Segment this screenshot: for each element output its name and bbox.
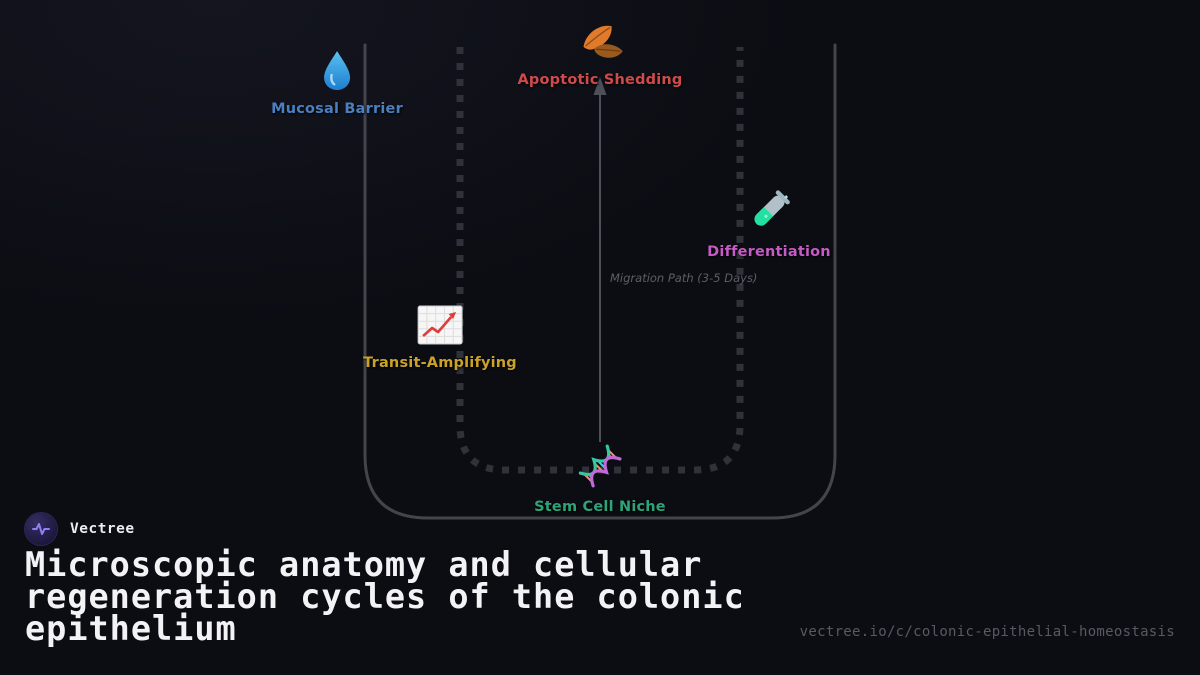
brand-name: Vectree [70, 521, 135, 537]
node-stem-cell-niche: Stem Cell Niche [534, 443, 666, 515]
page-title: Microscopic anatomy and cellular regener… [25, 545, 745, 648]
dna-icon [577, 443, 623, 489]
test-tube-icon [746, 188, 792, 234]
brand-row: Vectree [25, 513, 135, 545]
node-label-stem-cell-niche: Stem Cell Niche [534, 499, 666, 515]
fallen-leaves-icon [576, 24, 624, 62]
node-apoptotic-shedding: Apoptotic Shedding [517, 24, 682, 88]
node-transit-amplifying: Transit-Amplifying [363, 305, 517, 371]
inner-dashed-path [456, 47, 744, 474]
chart-increasing-icon [417, 305, 463, 345]
node-label-transit-amplifying: Transit-Amplifying [363, 355, 517, 371]
vectree-logo-icon [25, 513, 57, 545]
node-label-mucosal-barrier: Mucosal Barrier [271, 101, 403, 117]
node-differentiation: Differentiation [707, 188, 831, 260]
node-mucosal-barrier: Mucosal Barrier [271, 49, 403, 117]
share-url: vectree.io/c/colonic-epithelial-homeosta… [799, 624, 1175, 640]
droplet-icon [320, 49, 354, 91]
migration-path-label: Migration Path (3-5 Days) [610, 271, 758, 285]
node-label-differentiation: Differentiation [707, 244, 831, 260]
node-label-apoptotic-shedding: Apoptotic Shedding [517, 72, 683, 88]
